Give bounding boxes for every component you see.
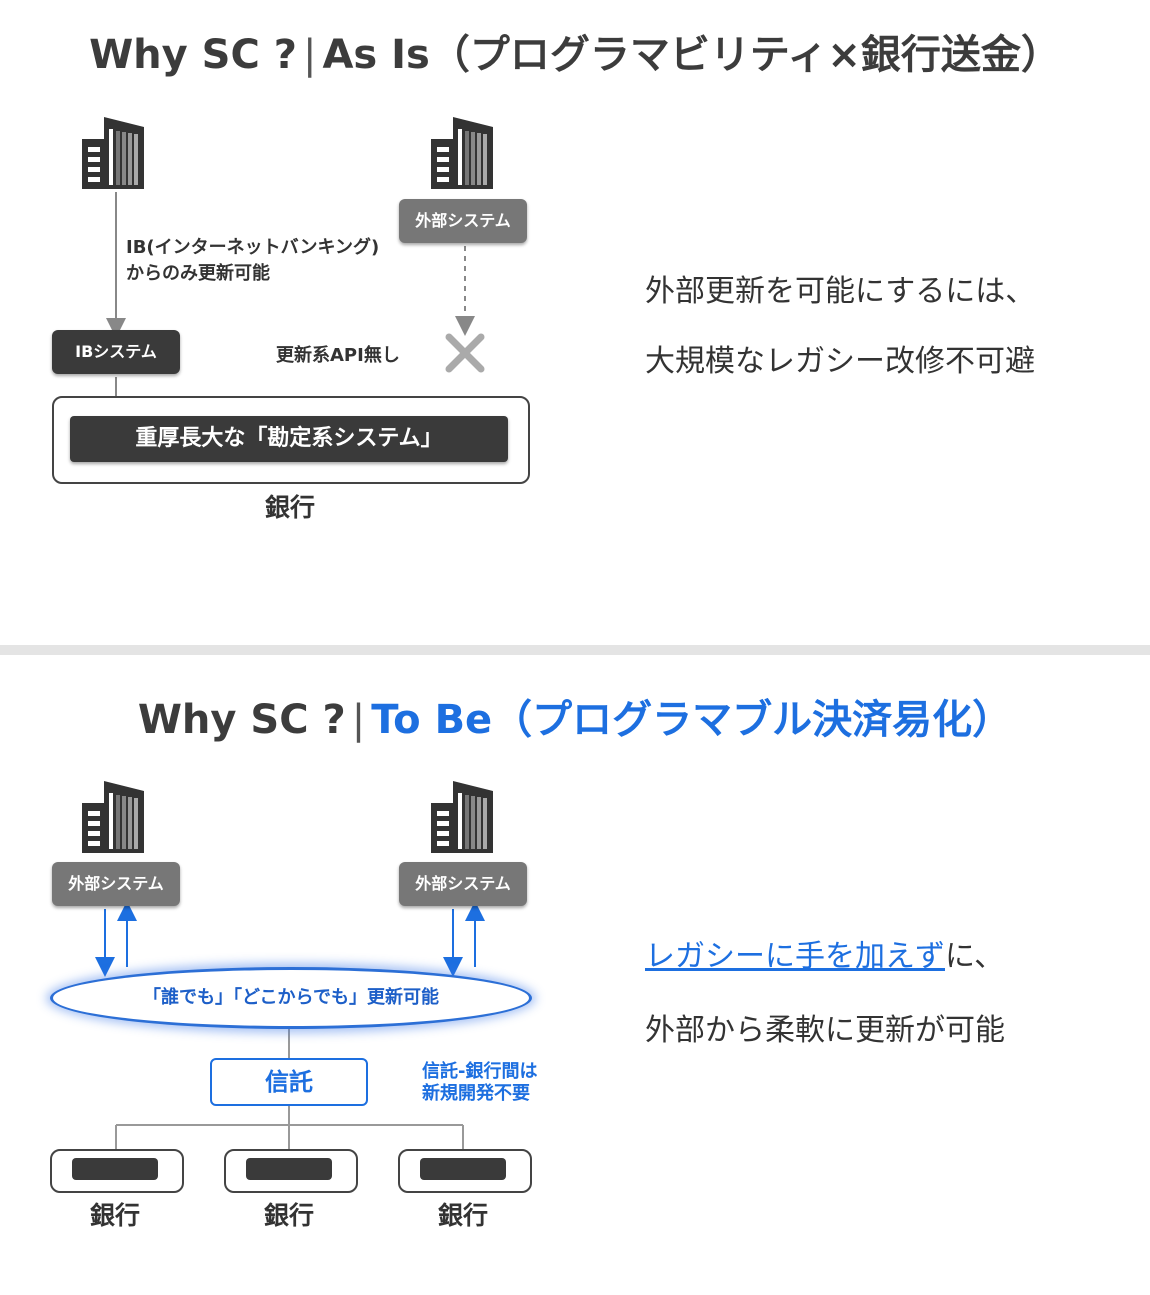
message-line2: 大規模なレガシー改修不可避 <box>645 344 1035 379</box>
bank-label-2: 銀行 <box>263 1201 314 1230</box>
ib-note-line1: IB(インターネットバンキング) <box>126 237 380 258</box>
bank-label: 銀行 <box>264 493 315 522</box>
ib-system-box: IBシステム <box>52 330 180 374</box>
slide-as-is: Why SC ?|As Is（プログラマビリティ×銀行送金） <box>0 0 1150 645</box>
slide-title: Why SC ?|As Is（プログラマビリティ×銀行送金） <box>0 22 1150 80</box>
no-api-label: 更新系API無し <box>276 345 400 366</box>
external-system-right: 外部システム <box>399 862 527 906</box>
building-icon <box>431 117 493 189</box>
message-highlight: レガシーに手を加えず <box>645 939 945 974</box>
anyone-anywhere-ellipse: 「誰でも」「どこからでも」更新可能 <box>50 967 532 1029</box>
slide-to-be: Why SC ?|To Be（プログラマブル決済易化） <box>0 655 1150 1295</box>
slide-divider <box>0 645 1150 655</box>
trust-note-line1: 信託-銀行間は <box>422 1061 538 1082</box>
slide-title: Why SC ?|To Be（プログラマブル決済易化） <box>0 687 1150 745</box>
bank-core-bar-2 <box>246 1158 332 1180</box>
message-line1: 外部更新を可能にするには、 <box>645 274 1036 309</box>
title-separator: | <box>351 697 366 743</box>
title-separator: | <box>302 32 317 78</box>
title-main: As Is（プログラマビリティ×銀行送金） <box>322 32 1061 78</box>
core-banking-system: 重厚長大な「勘定系システム」 <box>70 416 508 462</box>
building-icon <box>82 781 144 853</box>
building-icon <box>82 117 144 189</box>
building-icon <box>431 781 493 853</box>
message-line1: レガシーに手を加えずに、 <box>645 931 1004 975</box>
trust-note: 信託-銀行間は 新規開発不要 <box>422 1061 537 1105</box>
title-prefix: Why SC ? <box>89 32 297 78</box>
bank-label-1: 銀行 <box>89 1201 140 1230</box>
message-line1-rest: に、 <box>945 939 1005 974</box>
external-system-left: 外部システム <box>52 862 180 906</box>
trust-box: 信託 <box>210 1058 368 1106</box>
ib-note-line2: からのみ更新可能 <box>126 263 270 284</box>
external-system-box: 外部システム <box>399 199 527 243</box>
diagram-connectors <box>82 117 493 420</box>
cross-icon <box>445 333 485 373</box>
title-prefix: Why SC ? <box>137 697 346 743</box>
bank-core-bar-1 <box>72 1158 158 1180</box>
bank-label-3: 銀行 <box>437 1201 488 1230</box>
bank-core-bar-3 <box>420 1158 506 1180</box>
title-main: To Be（プログラマブル決済易化） <box>371 697 1013 743</box>
ib-note: IB(インターネットバンキング) からのみ更新可能 <box>126 235 379 287</box>
trust-note-line2: 新規開発不要 <box>422 1083 530 1104</box>
diagram-connectors <box>82 781 493 1149</box>
message-line2: 外部から柔軟に更新が可能 <box>645 1013 1005 1048</box>
